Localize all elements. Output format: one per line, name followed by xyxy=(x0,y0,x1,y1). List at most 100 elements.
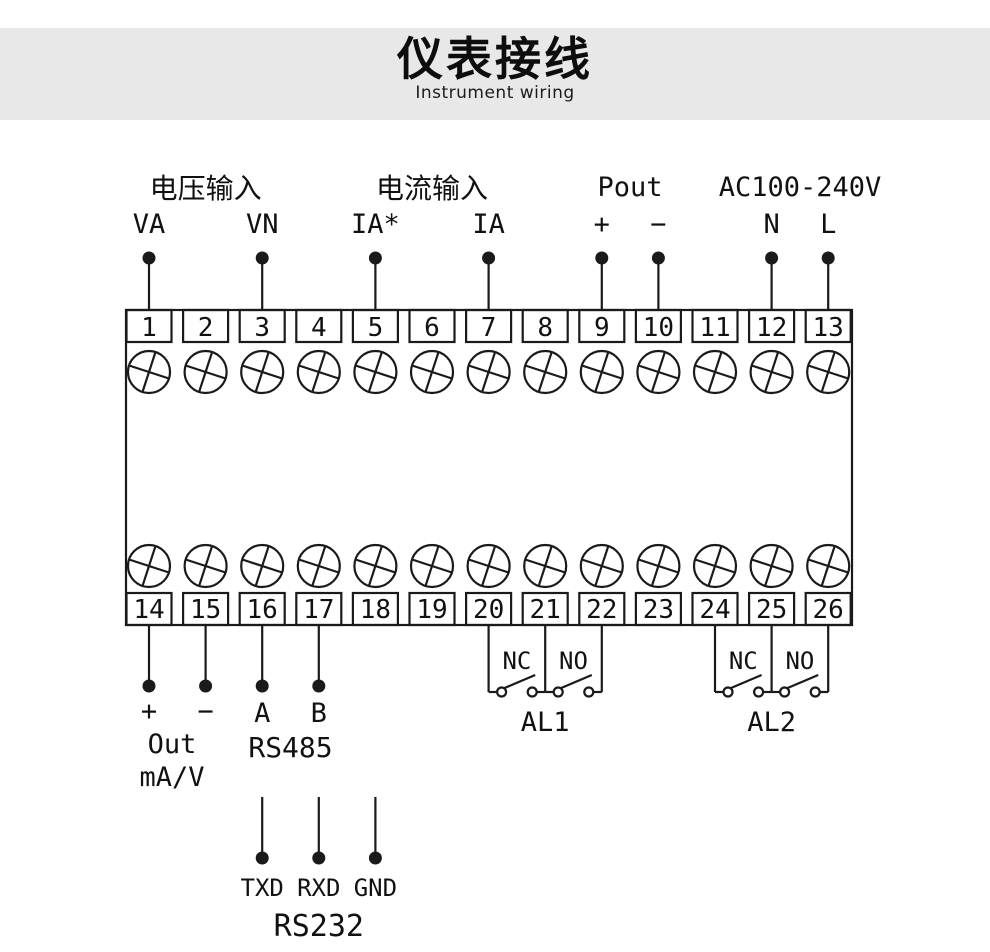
screw-terminal-icon xyxy=(749,543,794,589)
terminal-bottom-16: 16 xyxy=(238,543,286,627)
contact-point xyxy=(552,686,564,698)
pin-label-out-plus: + xyxy=(141,696,157,727)
connection-dot xyxy=(368,251,382,265)
pin-label-rs485-b: B xyxy=(311,698,327,729)
screw-terminal-icon xyxy=(409,543,455,589)
terminal-top-1: 1 xyxy=(125,308,173,395)
terminal-bottom-21: 21 xyxy=(521,543,569,627)
screw-terminal-icon xyxy=(466,543,511,589)
terminal-top-7: 7 xyxy=(465,308,513,395)
terminal-number: 12 xyxy=(756,313,787,343)
connection-dot xyxy=(312,679,326,693)
contact-point xyxy=(809,686,821,698)
screw-terminal-icon xyxy=(126,349,172,395)
terminal-strip: 1142153164175186197208219221023112412251… xyxy=(125,251,852,865)
terminal-block-outline xyxy=(124,308,854,627)
contact-point xyxy=(526,686,538,698)
page-title: 仪表接线 xyxy=(397,32,593,86)
terminal-number: 14 xyxy=(133,595,164,625)
terminal-number: 26 xyxy=(813,595,844,625)
screw-terminal-icon xyxy=(296,349,341,395)
screw-terminal-icon xyxy=(636,543,681,589)
connection-dot xyxy=(482,251,496,265)
terminal-bottom-18: 18 xyxy=(351,543,399,627)
pin-label-out-minus: − xyxy=(197,696,213,727)
contact-lever xyxy=(560,673,593,690)
connection-dot xyxy=(255,851,269,865)
rs232-gnd-label: GND xyxy=(354,874,397,902)
connection-dot xyxy=(821,251,835,265)
contact-point xyxy=(496,686,508,698)
screw-terminal-icon xyxy=(353,543,398,589)
connection-dot xyxy=(651,251,665,265)
screw-terminal-icon xyxy=(692,349,738,395)
terminal-number: 4 xyxy=(311,313,327,343)
screw-terminal-icon xyxy=(240,349,285,395)
al2-nc-label: NC xyxy=(729,647,758,675)
terminal-bottom-26: 26 xyxy=(804,543,852,627)
terminal-top-9: 9 xyxy=(578,308,626,395)
terminal-number: 10 xyxy=(643,313,674,343)
al1-label: AL1 xyxy=(521,707,570,738)
terminal-number: 22 xyxy=(586,595,617,625)
terminal-top-2: 2 xyxy=(182,308,230,395)
terminal-top-8: 8 xyxy=(521,308,569,395)
pin-label-pout-minus: − xyxy=(650,209,666,240)
group-title-voltage-input: 电压输入 xyxy=(150,172,262,205)
terminal-number: 25 xyxy=(756,595,787,625)
rs232-txd-label: TXD xyxy=(241,874,284,902)
screw-terminal-icon xyxy=(636,349,681,395)
terminal-number: 17 xyxy=(303,595,334,625)
screw-terminal-icon xyxy=(183,349,228,395)
page-subtitle: Instrument wiring xyxy=(415,82,575,103)
terminal-top-12: 12 xyxy=(747,308,796,395)
connection-dot xyxy=(255,679,269,693)
rs485-label: RS485 xyxy=(248,731,332,764)
terminal-top-11: 11 xyxy=(691,308,739,395)
terminal-bottom-23: 23 xyxy=(634,543,683,627)
header-banner: 仪表接线 Instrument wiring xyxy=(0,28,990,120)
screw-terminal-icon xyxy=(466,349,511,395)
connection-dot xyxy=(595,251,609,265)
terminal-number: 2 xyxy=(198,313,214,343)
connection-dot xyxy=(765,251,779,265)
connection-dot xyxy=(255,251,269,265)
out-unit-label: mA/V xyxy=(139,762,204,793)
pin-label-l: L xyxy=(820,209,836,240)
contact-lever xyxy=(730,673,763,690)
screw-terminal-icon xyxy=(296,543,341,589)
al2-label: AL2 xyxy=(747,707,796,738)
terminal-number: 23 xyxy=(643,595,674,625)
screw-terminal-icon xyxy=(523,543,568,589)
out-label: Out xyxy=(148,729,197,760)
screw-terminal-icon xyxy=(353,349,398,395)
terminal-number: 8 xyxy=(537,313,553,343)
terminal-bottom-19: 19 xyxy=(408,543,456,627)
terminal-number: 9 xyxy=(594,313,610,343)
contact-point xyxy=(722,686,734,698)
terminal-bottom-22: 22 xyxy=(578,543,626,627)
terminal-number: 24 xyxy=(699,595,730,625)
connection-dot xyxy=(142,679,156,693)
terminal-number: 13 xyxy=(813,313,844,343)
contact-point xyxy=(583,686,595,698)
screw-terminal-icon xyxy=(806,349,851,395)
terminal-top-3: 3 xyxy=(238,308,286,395)
terminal-top-6: 6 xyxy=(408,308,456,395)
group-title-ac-power: AC100-240V xyxy=(719,172,882,203)
terminal-number: 6 xyxy=(424,313,440,343)
terminal-bottom-25: 25 xyxy=(747,543,796,627)
terminal-bottom-14: 14 xyxy=(125,543,173,627)
contact-lever xyxy=(787,673,819,690)
pin-label-va: VA xyxy=(133,209,166,240)
pin-label-vn: VN xyxy=(246,209,279,240)
terminal-number: 11 xyxy=(699,313,730,343)
pin-label-ia-star: IA* xyxy=(351,209,400,240)
al1-no-label: NO xyxy=(559,647,588,675)
screw-terminal-icon xyxy=(806,543,851,589)
group-title-current-input: 电流输入 xyxy=(376,172,488,205)
contact-point xyxy=(752,686,765,698)
terminal-bottom-15: 15 xyxy=(182,543,230,627)
